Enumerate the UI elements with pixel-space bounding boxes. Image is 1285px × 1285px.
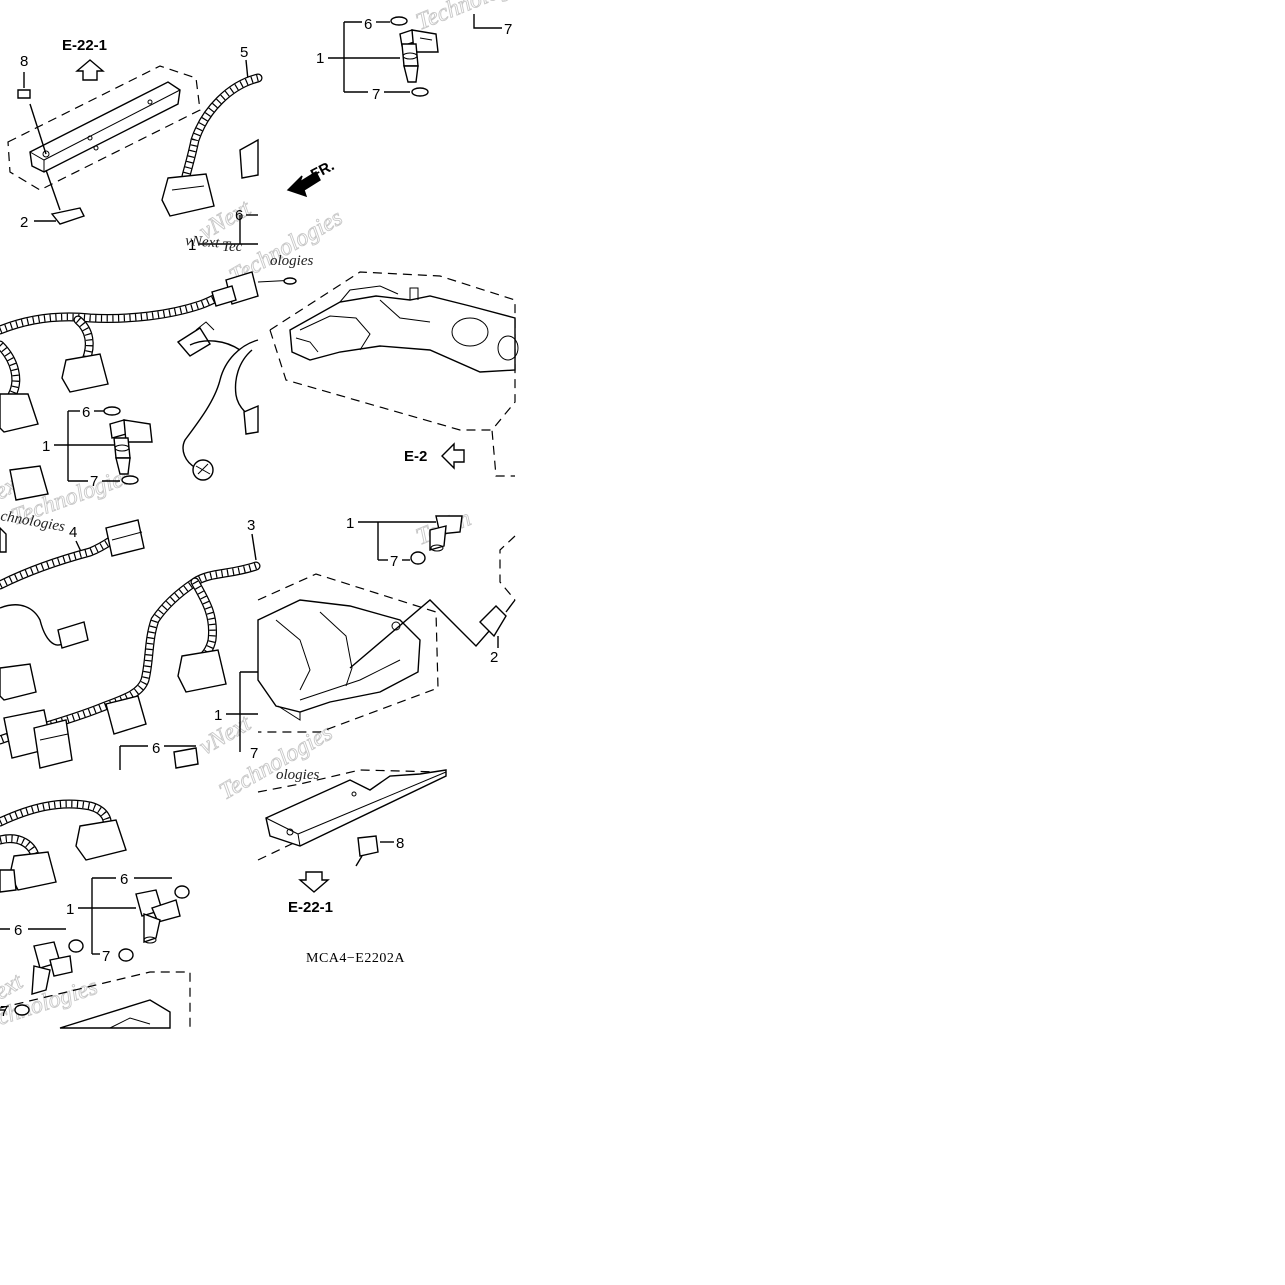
front-arrow-icon — [286, 170, 321, 198]
o-ring-icon — [174, 885, 190, 899]
fuel-injector-icon — [399, 29, 439, 83]
part-number-7: 7 — [0, 1003, 8, 1020]
tile-lower-right: 1 7 2 ologies — [257, 515, 516, 783]
connector-icon — [161, 173, 215, 217]
part-number-1: 1 — [188, 237, 196, 254]
watermark-text: ologies — [270, 253, 313, 269]
part-number-7: 7 — [390, 553, 398, 570]
connector-icon — [0, 393, 39, 433]
up-arrow-icon — [75, 59, 105, 81]
watermark-text: vNext — [195, 710, 256, 760]
fuel-injector-icon — [109, 419, 153, 475]
o-ring-icon — [411, 87, 429, 97]
part-number-7: 7 — [372, 86, 380, 103]
tile-top-left: E-22-1 8 2 5 6 1 — [7, 37, 263, 255]
o-ring-icon — [390, 16, 408, 26]
part-number-6: 6 — [364, 16, 372, 33]
bolt-icon — [17, 89, 31, 99]
part-number-1: 1 — [316, 50, 324, 67]
o-ring-icon — [118, 948, 134, 962]
part-number-1: 1 — [214, 707, 222, 724]
o-ring-icon — [68, 939, 84, 953]
tile-lower-left: 4 3 6 1 7 — [0, 517, 261, 770]
down-arrow-icon — [298, 871, 330, 893]
connector-icon — [105, 519, 145, 557]
connector-icon — [177, 649, 227, 693]
fuel-injector-icon — [429, 515, 463, 552]
connector-icon — [61, 353, 109, 393]
watermark-text: vNext — [185, 233, 221, 251]
clip-icon — [479, 605, 507, 638]
connector-icon — [105, 695, 147, 735]
part-number-7: 7 — [102, 948, 110, 965]
connector-icon — [57, 621, 89, 649]
o-ring-icon — [14, 1004, 30, 1016]
fuel-injector-icon — [31, 941, 73, 995]
ref-label-top: E-22-1 — [62, 37, 107, 54]
tile-bottom-left: 6 1 7 6 7 — [0, 799, 191, 1029]
part-number-7: 7 — [90, 473, 98, 490]
part-number-6: 6 — [235, 207, 243, 224]
tile-bottom-right: 8 E-22-1 MCA4−E2202A — [257, 769, 449, 966]
connector-icon — [0, 663, 37, 701]
intake-manifold-lower — [257, 599, 421, 721]
o-ring-icon — [410, 551, 426, 565]
watermark-text: ologies — [276, 767, 319, 783]
connector-icon — [75, 819, 127, 861]
intake-manifold — [289, 285, 519, 373]
fuel-rail — [265, 769, 447, 847]
part-number-7: 7 — [504, 21, 512, 38]
diagram-code: MCA4−E2202A — [306, 951, 405, 966]
part-number-6: 6 — [120, 871, 128, 888]
part-number-6: 6 — [82, 404, 90, 421]
part-number-2: 2 — [20, 214, 28, 231]
tile-top-right: 6 1 7 7 FR. — [286, 14, 512, 198]
part-number-1: 1 — [346, 515, 354, 532]
tile-middle-left: 6 1 7 chnologies — [0, 271, 259, 535]
part-number-5: 5 — [240, 44, 248, 61]
tile-middle-right: ologies E-2 — [257, 253, 519, 477]
ref-label-bottom: E-22-1 — [288, 899, 333, 916]
left-arrow-icon — [441, 442, 465, 470]
connector-icon — [9, 851, 57, 891]
part-number-2: 2 — [490, 649, 498, 666]
part-number-7: 7 — [250, 745, 258, 762]
o-ring-icon — [121, 475, 139, 485]
ref-label-mid: E-2 — [404, 448, 427, 465]
part-number-8: 8 — [396, 835, 404, 852]
watermark-text: Tec — [222, 239, 243, 255]
watermark-text: Technologies — [413, 0, 539, 36]
part-number-8: 8 — [20, 53, 28, 70]
bolt-icon — [355, 835, 379, 867]
part-number-6: 6 — [152, 740, 160, 757]
part-number-6: 6 — [14, 922, 22, 939]
clip-icon — [50, 207, 85, 225]
part-number-1: 1 — [42, 438, 50, 455]
part-number-3: 3 — [247, 517, 255, 534]
o-ring-icon — [103, 406, 121, 416]
fuel-injector-icon — [135, 889, 181, 944]
part-number-1: 1 — [66, 901, 74, 918]
part-number-4: 4 — [69, 524, 77, 541]
fuel-rail — [29, 81, 181, 173]
